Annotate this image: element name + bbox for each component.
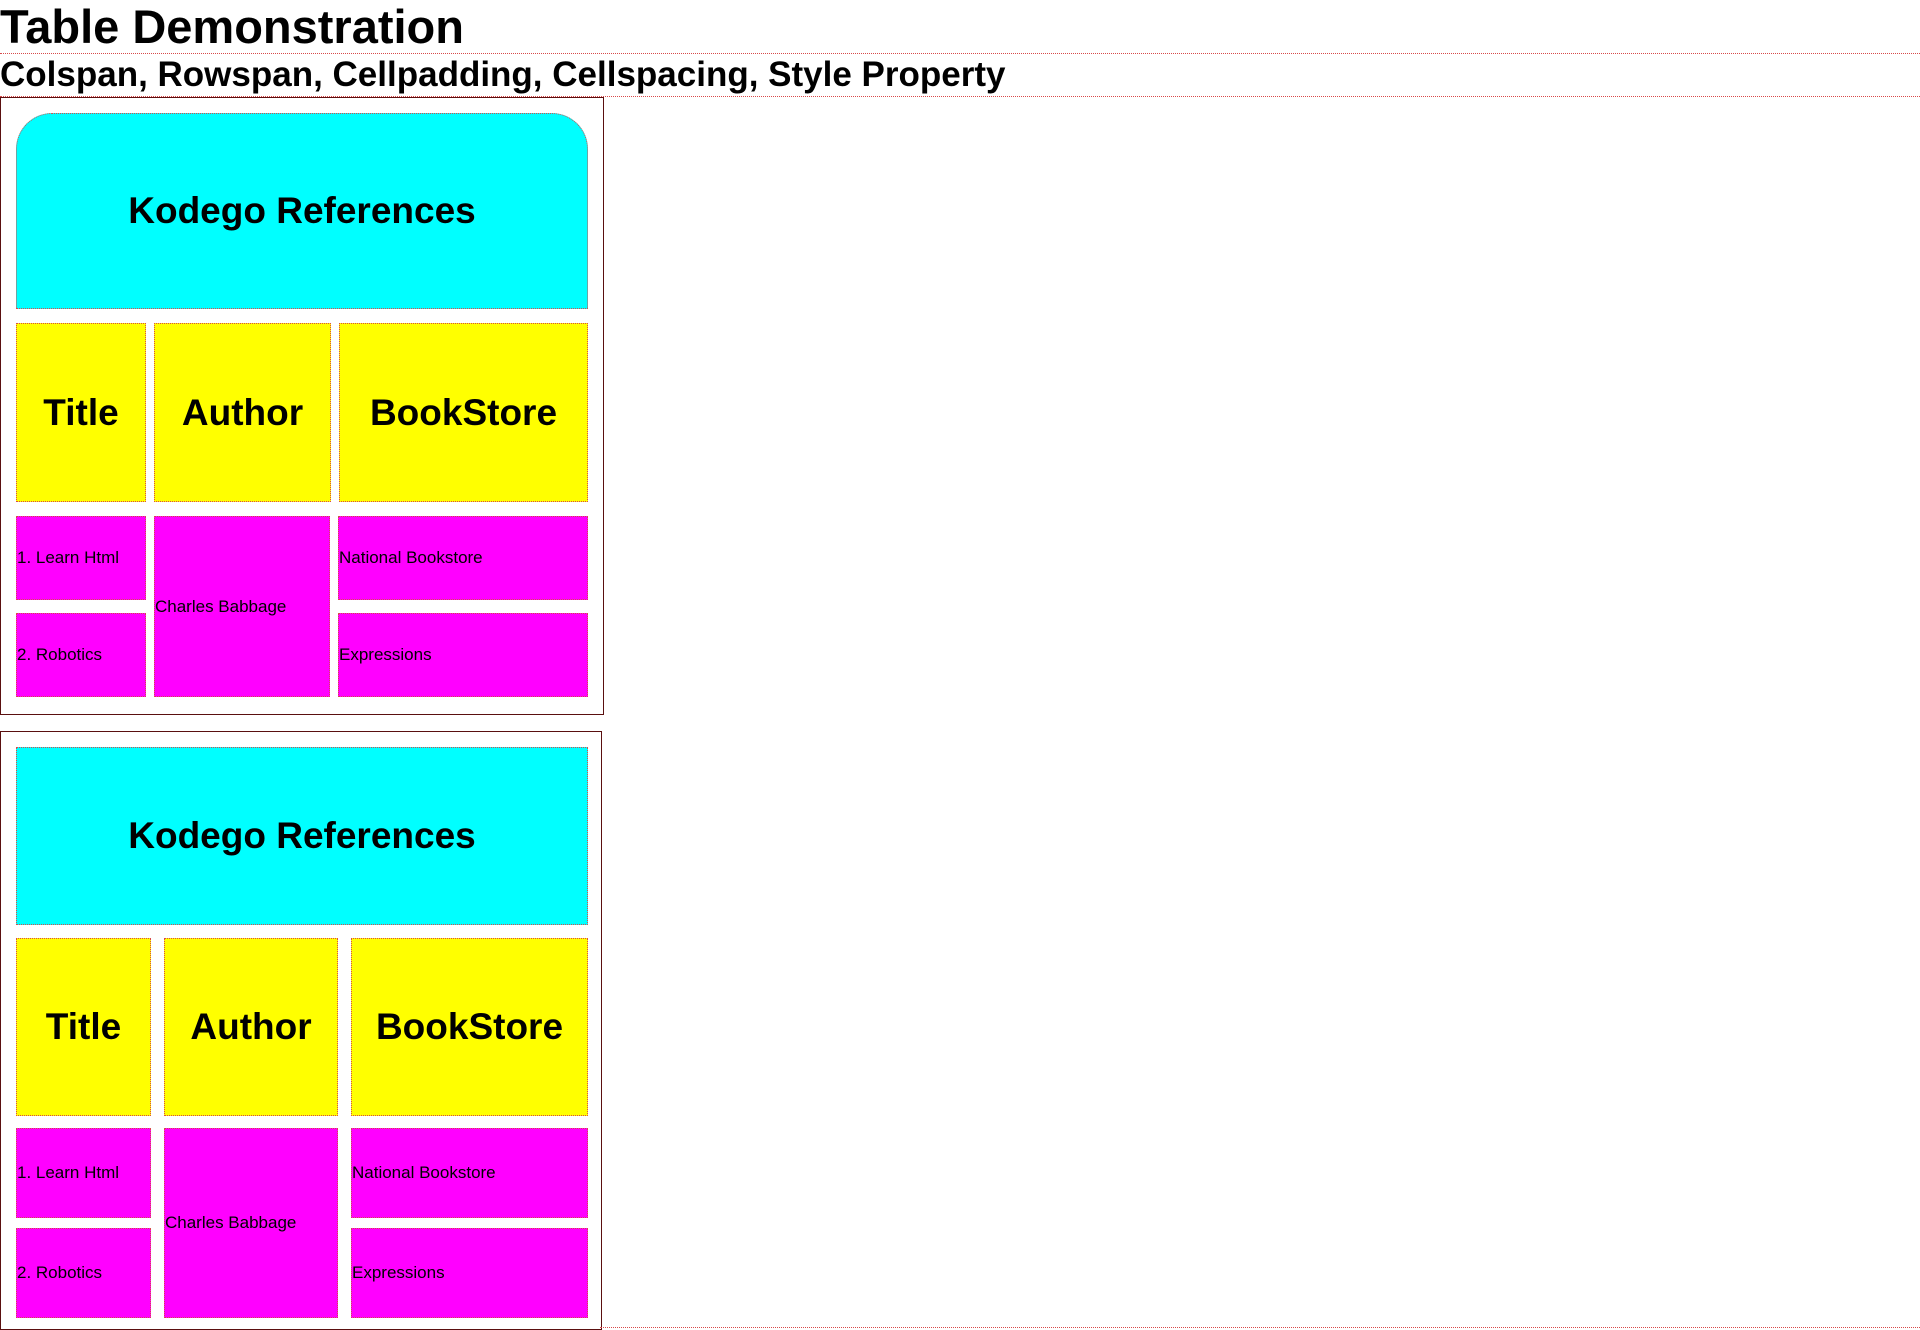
cell-author-rowspan: Charles Babbage — [154, 516, 330, 697]
cell-author-rowspan: Charles Babbage — [164, 1128, 338, 1318]
page-bottom-rule — [600, 1327, 1920, 1328]
table-caption-cell: Kodego References — [16, 747, 588, 925]
cell-bookstore-row-1: National Bookstore — [338, 516, 588, 600]
cell-title-row-2: 2. Robotics — [16, 1228, 151, 1318]
cell-bookstore-row-2: Expressions — [351, 1228, 588, 1318]
table-caption-cell: Kodego References — [16, 113, 588, 309]
column-header-author: Author — [164, 938, 338, 1116]
column-header-author: Author — [154, 323, 331, 502]
page-title: Table Demonstration — [0, 0, 1920, 54]
cell-title-row-1: 1. Learn Html — [16, 516, 146, 600]
cell-bookstore-row-1: National Bookstore — [351, 1128, 588, 1218]
references-table-2: Kodego References Title Author BookStore… — [0, 731, 602, 1330]
column-header-title: Title — [16, 323, 146, 502]
cell-title-row-1: 1. Learn Html — [16, 1128, 151, 1218]
references-table-1: Kodego References Title Author BookStore… — [0, 97, 604, 715]
cell-title-row-2: 2. Robotics — [16, 613, 146, 697]
column-header-title: Title — [16, 938, 151, 1116]
cell-bookstore-row-2: Expressions — [338, 613, 588, 697]
page-subtitle: Colspan, Rowspan, Cellpadding, Cellspaci… — [0, 54, 1920, 97]
column-header-bookstore: BookStore — [351, 938, 588, 1116]
column-header-bookstore: BookStore — [339, 323, 588, 502]
